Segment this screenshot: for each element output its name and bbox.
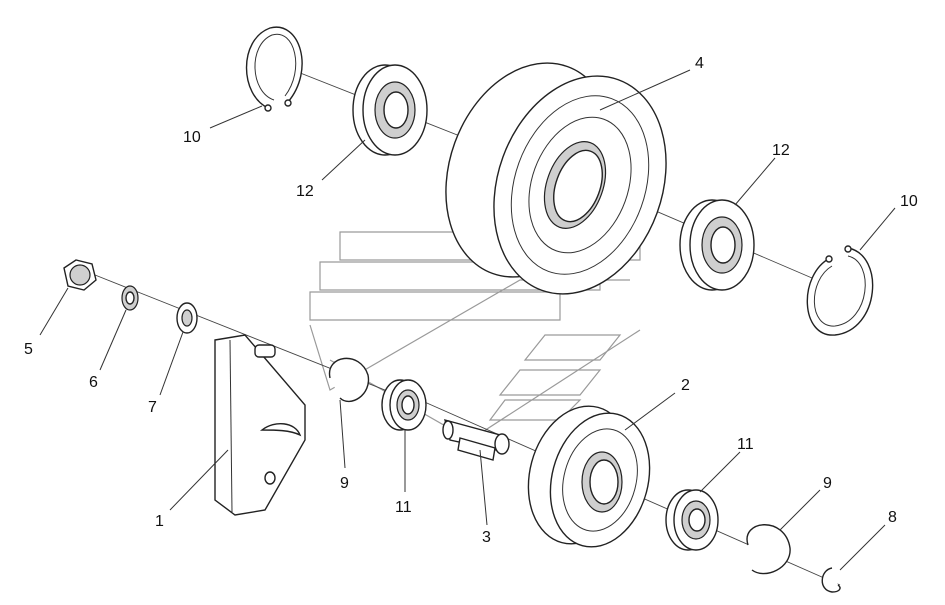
callout-12-left: 12 bbox=[296, 183, 314, 200]
callout-9-left: 9 bbox=[340, 475, 349, 492]
bearing-part-11-right bbox=[665, 489, 719, 551]
axle-part-3 bbox=[442, 419, 510, 461]
lock-washer-part-6 bbox=[121, 285, 139, 311]
flat-washer-part-7 bbox=[176, 302, 198, 334]
retaining-ring-part-10-right bbox=[806, 245, 874, 336]
bracket-part-1 bbox=[214, 334, 306, 516]
callout-12-right: 12 bbox=[772, 142, 790, 159]
callout-1: 1 bbox=[155, 513, 164, 530]
callout-10-top: 10 bbox=[183, 129, 201, 146]
wheel-small-part-2 bbox=[527, 405, 651, 548]
bearing-part-12-right bbox=[679, 199, 755, 291]
circlip-part-9-right bbox=[746, 524, 791, 575]
callout-10-right: 10 bbox=[900, 193, 918, 210]
callout-8: 8 bbox=[888, 509, 897, 526]
callout-6: 6 bbox=[89, 374, 98, 391]
clip-part-8 bbox=[821, 567, 841, 593]
callout-5: 5 bbox=[24, 341, 33, 358]
callout-7: 7 bbox=[148, 399, 157, 416]
retaining-ring-part-10-top bbox=[245, 26, 303, 112]
callout-4: 4 bbox=[695, 55, 704, 72]
leader-lines bbox=[39, 69, 896, 571]
bearing-part-12-left bbox=[352, 64, 428, 156]
nut-part-5 bbox=[63, 259, 97, 291]
callout-2: 2 bbox=[681, 377, 690, 394]
callout-11-right: 11 bbox=[737, 436, 754, 453]
bearing-part-11-left bbox=[381, 379, 427, 431]
callout-labels: 10 12 4 12 10 5 6 7 1 9 11 3 2 11 9 8 bbox=[24, 55, 918, 546]
wheel-large-part-4 bbox=[445, 62, 667, 295]
callout-11-left: 11 bbox=[395, 499, 412, 516]
callout-3: 3 bbox=[482, 529, 491, 546]
circlip-part-9-left bbox=[328, 357, 370, 403]
callout-9-right: 9 bbox=[823, 475, 832, 492]
